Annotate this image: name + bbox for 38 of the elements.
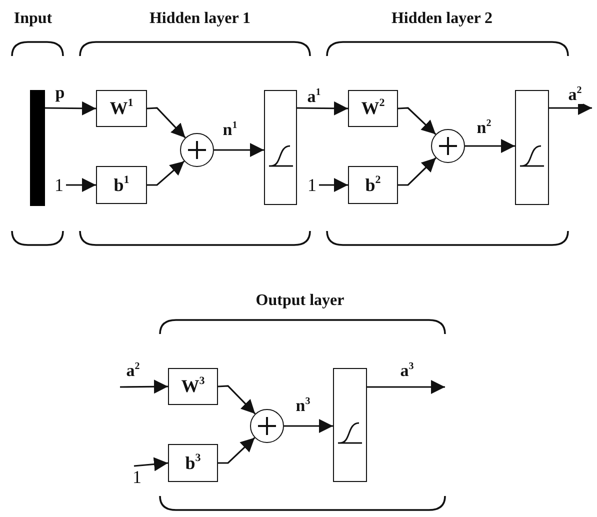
layer-heading: Output layer [256,292,344,310]
transfer-function-box [515,90,549,205]
arrow [214,143,264,157]
arrow [367,380,445,394]
layer-heading: Hidden layer 1 [149,10,251,28]
arrow [398,107,436,135]
weight-box: b$^{2}$ [348,166,398,204]
bias-input-label: 1 [305,174,319,196]
arrow [549,101,592,115]
arrow [134,457,168,472]
input-bar [30,90,45,206]
bias-input-label: 1 [52,174,66,196]
transfer-function-box [264,90,297,205]
weight-box: W$^{1}$ [96,90,147,127]
layer-heading: Hidden layer 2 [391,10,493,28]
weight-box: W$^{3}$ [168,368,218,405]
arrow [398,157,436,186]
arrow [465,139,515,153]
arrow [319,178,348,192]
arrow [147,160,185,186]
weight-box: b$^{3}$ [168,444,218,482]
edge-label: a$^{2}$ [567,86,583,104]
sum-circle [431,129,465,163]
sum-circle [180,133,214,167]
arrow [45,101,96,116]
arrow [146,107,186,138]
arrow [120,380,168,394]
arrow [66,178,96,192]
sum-circle [250,409,284,443]
arrow [218,437,256,464]
weight-box: b$^{1}$ [96,166,147,204]
layer-heading: Input [14,10,52,28]
arrow [297,101,348,116]
weight-box: W$^{2}$ [348,90,398,127]
arrow [218,385,256,414]
bias-input-label: 1 [130,466,144,488]
arrow [284,419,333,433]
transfer-function-box [333,368,367,482]
